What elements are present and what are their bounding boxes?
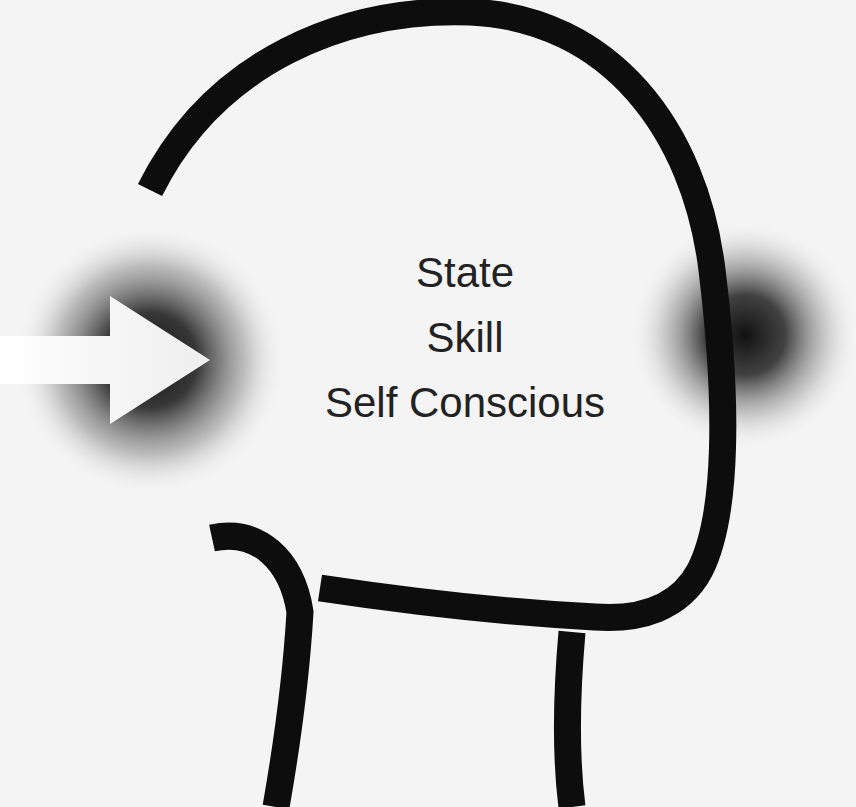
- jaw-neck-line: [212, 536, 300, 807]
- concept-text: Self Conscious: [313, 370, 618, 435]
- input-arrow: [0, 296, 210, 424]
- right-shadow: [630, 220, 856, 450]
- neck-line: [568, 632, 573, 807]
- concept-text: State: [313, 240, 618, 305]
- concept-text: Skill: [313, 305, 618, 370]
- head-node: StateSkillSelf Conscious: [313, 240, 618, 435]
